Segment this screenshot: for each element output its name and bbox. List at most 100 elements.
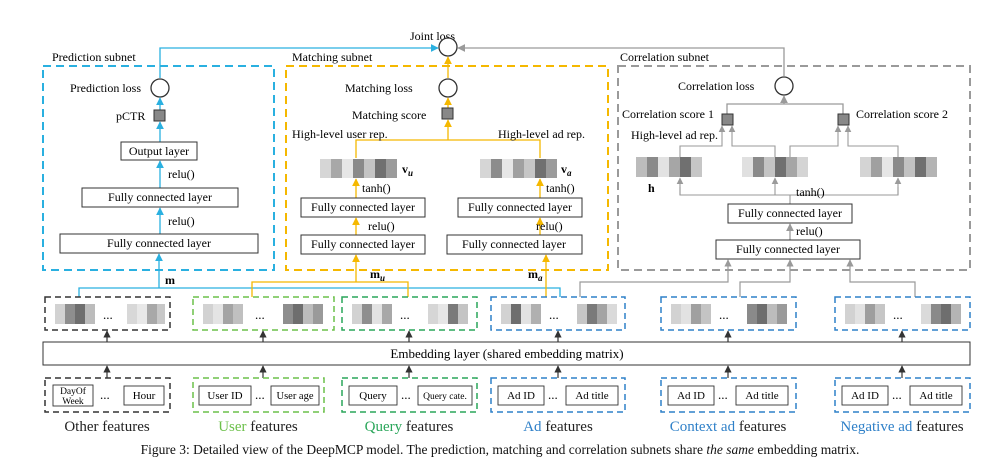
ad-fc-top-label: Fully connected layer (468, 200, 572, 214)
ad-fc-bottom-label: Fully connected layer (462, 237, 566, 251)
user-id-input (198, 385, 252, 406)
caption-emphasis: the same (706, 442, 754, 457)
h-vector-3 (860, 157, 937, 177)
context-ad-id-label: Ad ID (677, 390, 705, 402)
ad-embedding-group: ... (490, 296, 626, 331)
hour-label: Hour (133, 390, 156, 402)
prediction-fc2-label: Fully connected layer (107, 236, 211, 250)
negative-ad-title-input (909, 385, 963, 406)
ad-features-label: Ad features (523, 419, 593, 435)
ellipsis: ... (893, 307, 903, 322)
m-connector-lines (78, 287, 561, 297)
ad-id-input (497, 385, 545, 406)
correlation-high-level-ad-rep-label: High-level ad rep. (631, 128, 718, 142)
ellipsis: ... (401, 387, 411, 402)
ellipsis: ... (103, 307, 113, 322)
context-ad-embedding-group: ... (660, 296, 797, 331)
ellipsis: ... (892, 387, 902, 402)
query-features-group: Query ... Query cate. (341, 377, 478, 413)
ad-to-correlation-line (579, 259, 732, 297)
correlation-loss-circle (774, 76, 794, 96)
high-level-ad-rep-label: High-level ad rep. (498, 127, 585, 141)
correlation-score-1-node (721, 113, 734, 126)
user-features-group: User ID ... User age (192, 377, 325, 413)
context-ad-features-label: Context ad features (670, 419, 787, 435)
user-fc-bottom-label: Fully connected layer (311, 237, 415, 251)
correlation-subnet-label: Correlation subnet (620, 50, 710, 64)
correlation-fc-top-box (727, 203, 853, 224)
other-features-label: Other features (64, 419, 150, 435)
vu-vector (320, 159, 397, 178)
context-to-correlation-line (739, 259, 794, 297)
fc-to-h-lines (679, 187, 899, 196)
caption-before: Figure 3: Detailed view of the DeepMCP m… (140, 442, 707, 457)
correlation-score-2-label: Correlation score 2 (856, 107, 948, 121)
embedding-layer-label: Embedding layer (shared embedding matrix… (390, 346, 623, 361)
ellipsis: ... (718, 387, 728, 402)
input-up-arrows (103, 365, 906, 378)
prediction-fc1-label: Fully connected layer (108, 190, 212, 204)
negative-to-correlation-line (846, 259, 916, 297)
h3-to-score2-arrow (844, 125, 899, 157)
prediction-to-joint-arrow (159, 44, 439, 78)
scores-to-correlation-loss-line (726, 103, 844, 114)
matching-loss-circle (438, 78, 458, 98)
high-level-user-rep-label: High-level user rep. (292, 127, 388, 141)
va-vector (480, 159, 557, 178)
ma-label: ma (528, 267, 543, 283)
correlation-loss-label: Correlation loss (678, 79, 755, 93)
correlation-tanh-label: tanh() (796, 185, 825, 199)
h2-to-score1-arrow (728, 125, 776, 157)
joint-loss-circle (438, 37, 458, 57)
query-input (348, 385, 398, 406)
user-age-input (270, 385, 320, 406)
prediction-fc2-box (59, 233, 259, 254)
prediction-subnet-label: Prediction subnet (52, 50, 136, 64)
matching-subnet-frame (285, 65, 609, 271)
correlation-score-2-node (837, 113, 850, 126)
prediction-loss-label: Prediction loss (70, 81, 141, 95)
other-embedding-group: ... (44, 296, 171, 331)
ad-fc-bottom-box (446, 234, 583, 255)
h-vector-2 (742, 157, 808, 177)
h-vector-1 (636, 157, 702, 177)
correlation-relu-label: relu() (796, 224, 823, 238)
query-cate-input (417, 385, 473, 406)
h2-to-score2-arrow (789, 125, 842, 157)
other-features-group: DayOf Week ... Hour (44, 377, 171, 413)
ad-fc-top-box (457, 197, 583, 218)
context-ad-title-input (735, 385, 789, 406)
tanh-user-label: tanh() (362, 181, 391, 195)
ad-features-group: Ad ID ... Ad title (490, 377, 626, 413)
relu-ad-label: relu() (536, 219, 563, 233)
hour-input (123, 385, 165, 406)
matching-score-node (441, 107, 454, 120)
context-ad-title-label: Ad title (745, 390, 778, 402)
relu-user-label: relu() (368, 219, 395, 233)
ellipsis: ... (719, 307, 729, 322)
user-fc-bottom-box (300, 234, 426, 255)
dayofweek-line1: DayOf (60, 386, 87, 397)
correlation-score-1-label: Correlation score 1 (622, 107, 714, 121)
user-age-label: User age (276, 391, 313, 402)
mu-connector-lines (251, 281, 409, 297)
query-label: Query (359, 390, 387, 402)
matching-score-label: Matching score (352, 108, 426, 122)
query-features-label: Query features (365, 419, 454, 435)
query-cate-label: Query cate. (423, 392, 467, 402)
pctr-label: pCTR (116, 109, 145, 123)
relu2-label: relu() (168, 214, 195, 228)
prediction-fc1-box (81, 187, 239, 208)
ellipsis: ... (400, 307, 410, 322)
ellipsis: ... (255, 307, 265, 322)
correlation-fc-bottom-label: Fully connected layer (736, 242, 840, 256)
h-label: h (648, 181, 655, 195)
h1-to-score1-arrow (679, 125, 726, 157)
embedding-up-arrows (103, 330, 906, 342)
matching-loss-label: Matching loss (345, 81, 413, 95)
correlation-subnet-frame (617, 65, 971, 271)
ellipsis: ... (255, 387, 265, 402)
tanh-ad-label: tanh() (546, 181, 575, 195)
ad-id-label: Ad ID (507, 390, 535, 402)
